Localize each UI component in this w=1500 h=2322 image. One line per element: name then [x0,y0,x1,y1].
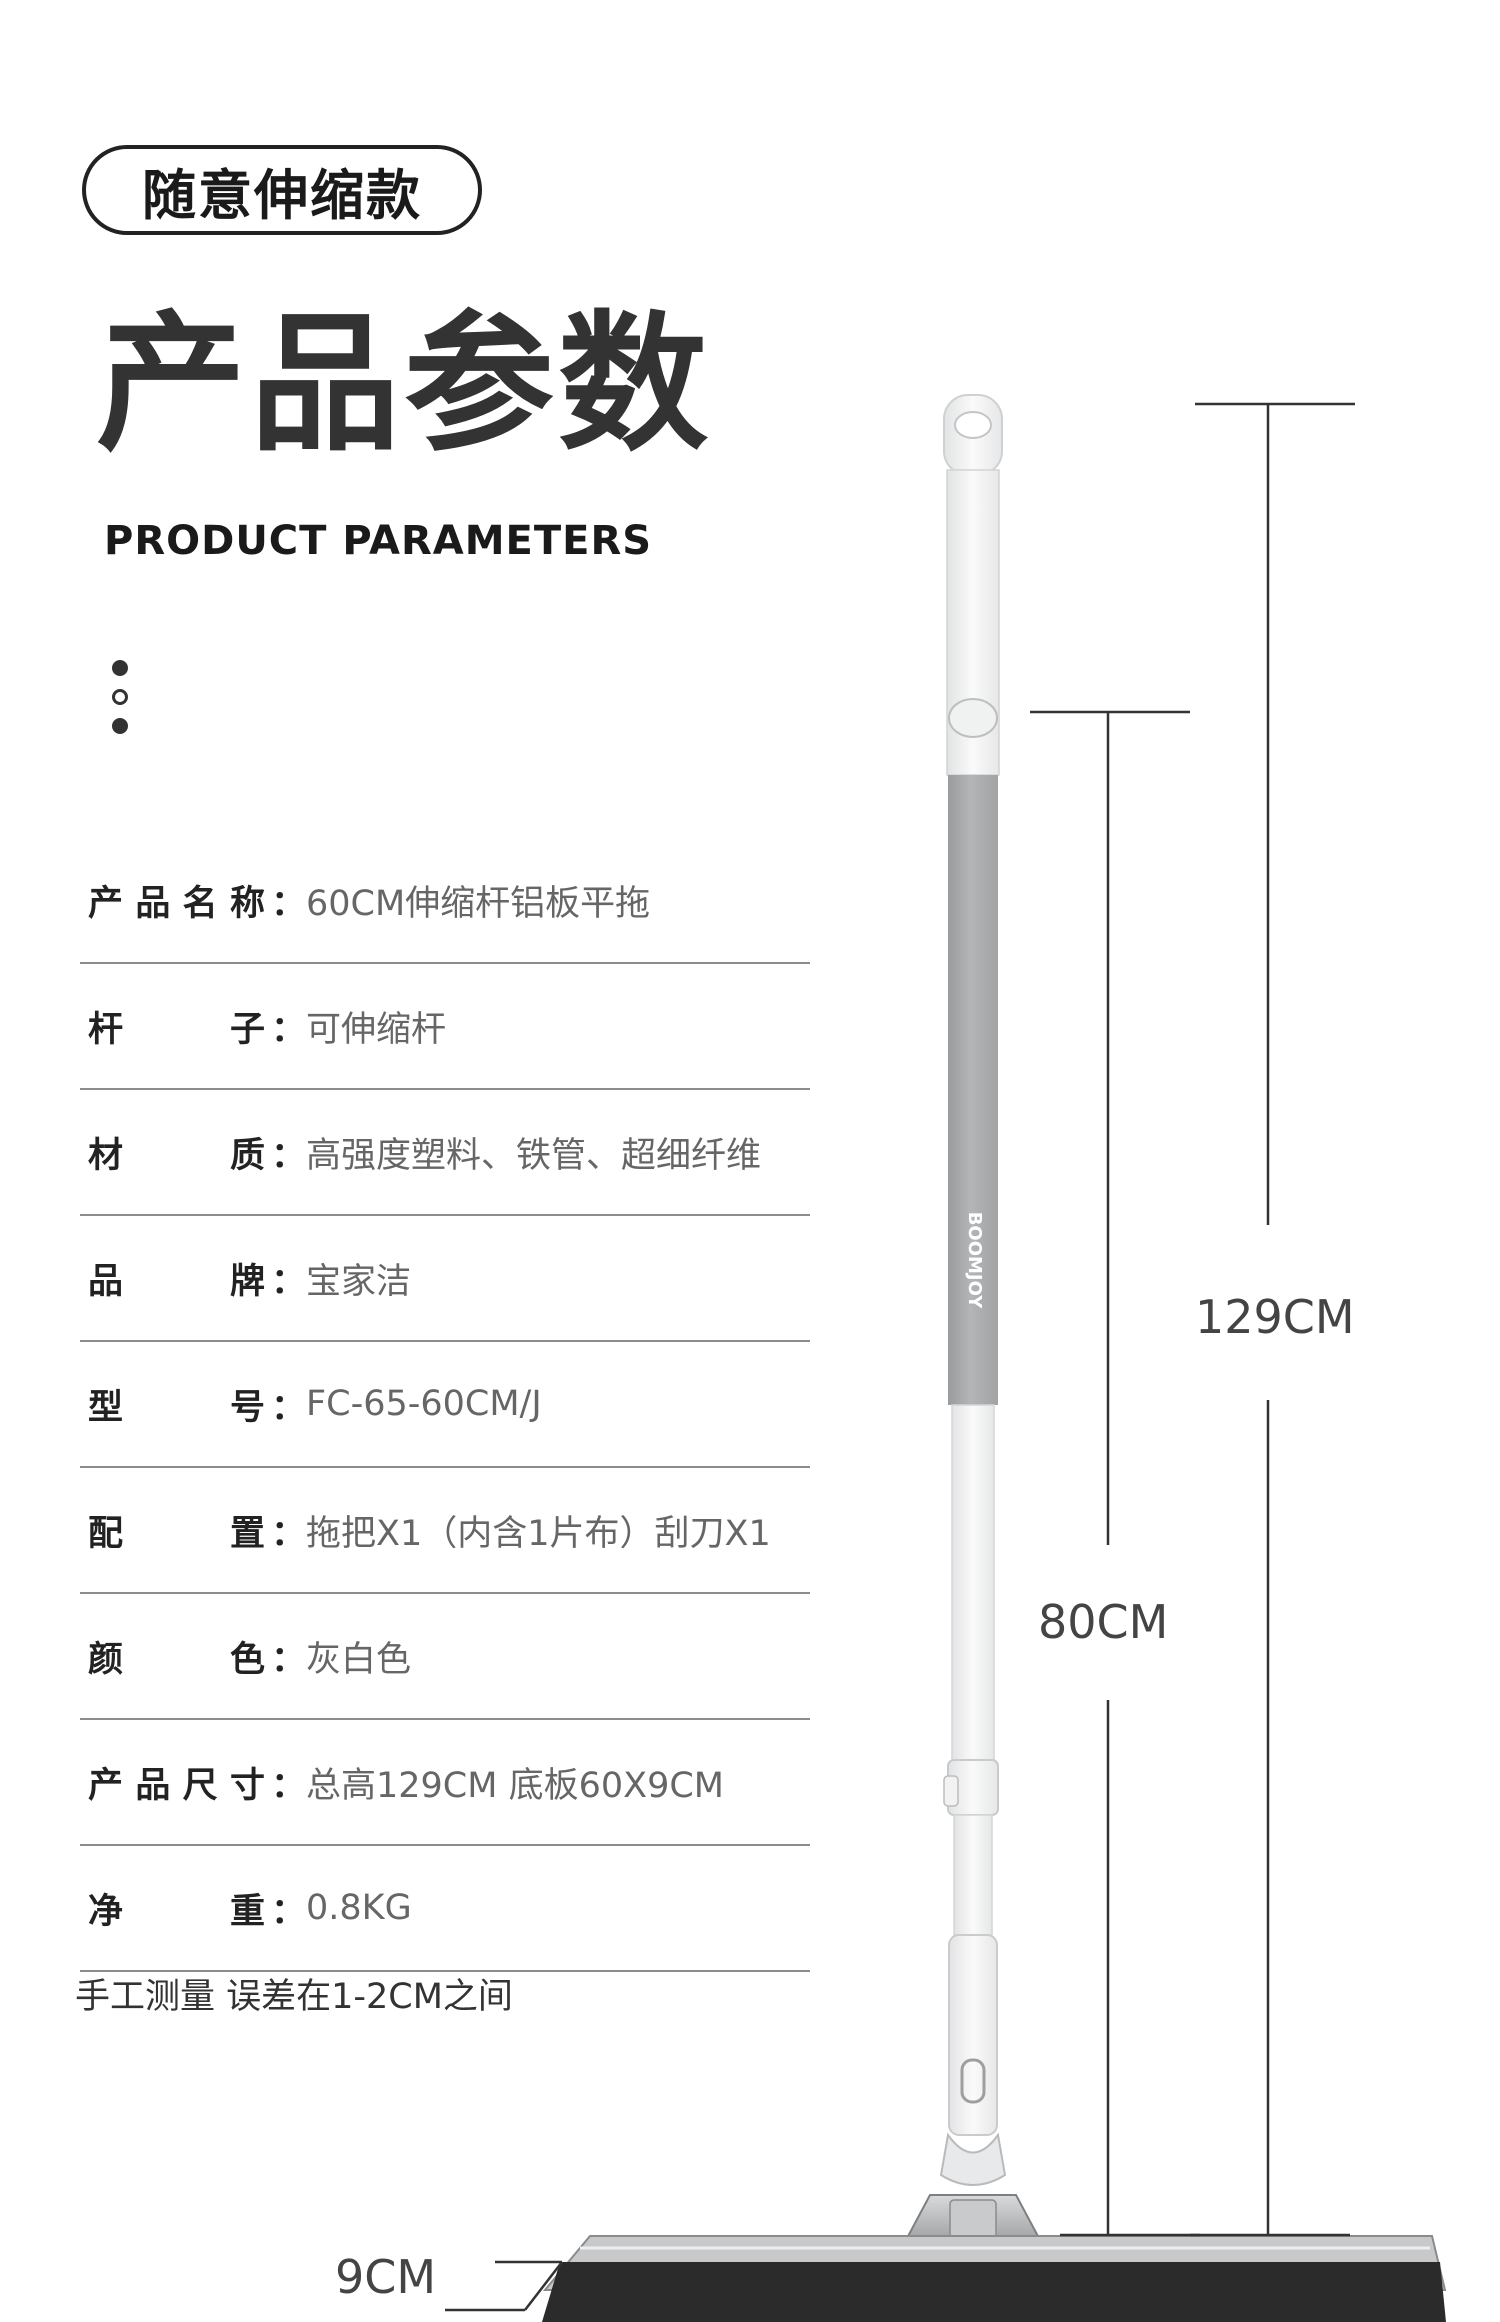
spec-label-char: 质 [229,1135,265,1176]
spec-label-colon: ： [270,1891,306,1932]
spec-row: 产品尺寸：总高129CM 底板60X9CM [80,1720,810,1846]
spec-label: 品 牌： [80,1253,306,1304]
spec-value: 拖把X1（内含1片布）刮刀X1 [306,1513,771,1554]
spec-value: 0.8KG [306,1888,412,1928]
spec-label: 净 重： [80,1883,306,1934]
dimension-9 [445,2260,563,2312]
spec-label-char: 色 [229,1639,265,1680]
spec-label: 材 质： [80,1127,306,1178]
pole-bottom-section [953,1814,993,1936]
spec-value: 60CM伸缩杆铝板平拖 [306,883,651,924]
spec-label-char: 重 [229,1891,265,1932]
spec-label-colon: ： [270,1261,306,1302]
spec-label-char: 名 [182,883,218,924]
lock-button [948,698,998,738]
spec-label-char: 材 [88,1135,124,1176]
spec-row: 配 置：拖把X1（内含1片布）刮刀X1 [80,1468,810,1594]
dimension-129 [1190,402,1355,2237]
spec-label-char: 置 [229,1513,265,1554]
spec-label-char: 产 [88,1765,124,1806]
measurement-note: 手工测量 误差在1-2CM之间 [75,1977,513,2017]
spec-label: 颜 色： [80,1631,306,1682]
spec-label-char: 子 [229,1009,265,1050]
pole-foot [948,1934,998,2136]
spec-label-char: 牌 [229,1261,265,1302]
page-subtitle: PRODUCT PARAMETERS [104,518,653,564]
spec-label-char: 净 [88,1891,124,1932]
base-mount-core [949,2199,997,2241]
spec-label: 配 置： [80,1505,306,1556]
spec-value: 灰白色 [306,1639,412,1680]
spec-row: 净 重：0.8KG [80,1846,810,1972]
dimension-label-9: 9CM [335,2250,437,2304]
spec-label-char: 号 [229,1387,265,1428]
spec-row: 产品名称：60CM伸缩杆铝板平拖 [80,838,810,964]
dimension-label-80: 80CM [1038,1595,1169,1649]
spec-value: 可伸缩杆 [306,1009,447,1050]
pole-lower-section [951,1404,995,1766]
spec-label-colon: ： [270,883,306,924]
spec-label: 杆 子： [80,1001,306,1052]
spec-row: 颜 色：灰白色 [80,1594,810,1720]
pole-brand-label: BOOMJOY [964,1212,985,1310]
spec-label-char: 品 [88,1261,124,1302]
page-title: 产品参数 [96,298,713,472]
foot-slot [960,2058,986,2104]
spec-label-colon: ： [270,1765,306,1806]
spec-label-char: 寸 [229,1765,265,1806]
dimension-label-129: 129CM [1195,1290,1355,1344]
spec-label-char: 型 [88,1387,124,1428]
spec-value: 高强度塑料、铁管、超细纤维 [306,1135,762,1176]
spec-label-char: 品 [135,1765,171,1806]
spec-label-char: 颜 [88,1639,124,1680]
spec-label-char: 杆 [88,1009,124,1050]
spec-label-char: 配 [88,1513,124,1554]
spec-value: 宝家洁 [306,1261,412,1302]
spec-label-colon: ： [270,1009,306,1050]
spec-value: 总高129CM 底板60X9CM [306,1765,724,1806]
mop-base-pad [542,2262,1446,2322]
spec-label-char: 称 [229,883,265,924]
spec-row: 型 号：FC-65-60CM/J [80,1342,810,1468]
spec-label-colon: ： [270,1513,306,1554]
spec-table: 产品名称：60CM伸缩杆铝板平拖杆子：可伸缩杆材质：高强度塑料、铁管、超细纤维品… [80,838,810,1972]
spec-label-colon: ： [270,1639,306,1680]
decor-dot [112,718,128,734]
spec-label: 产品尺寸： [80,1757,306,1808]
handle-loop [943,394,1003,476]
spec-row: 杆 子：可伸缩杆 [80,964,810,1090]
decor-dot [112,660,128,676]
spec-label: 产品名称： [80,875,306,926]
pole-gray-section [948,775,998,1405]
spec-label-colon: ： [270,1135,306,1176]
spec-label-char: 品 [135,883,171,924]
spec-label-char: 尺 [182,1765,218,1806]
spec-row: 材 质：高强度塑料、铁管、超细纤维 [80,1090,810,1216]
pole-clip [943,1775,959,1807]
spec-label: 型 号： [80,1379,306,1430]
dimension-80 [1030,710,1200,2237]
spec-value: FC-65-60CM/J [306,1384,542,1424]
spec-label-char: 产 [88,883,124,924]
spec-row: 品 牌：宝家洁 [80,1216,810,1342]
spec-label-colon: ： [270,1387,306,1428]
swivel-joint [939,2132,1007,2186]
decor-dot [112,689,128,705]
style-badge: 随意伸缩款 [82,145,482,235]
